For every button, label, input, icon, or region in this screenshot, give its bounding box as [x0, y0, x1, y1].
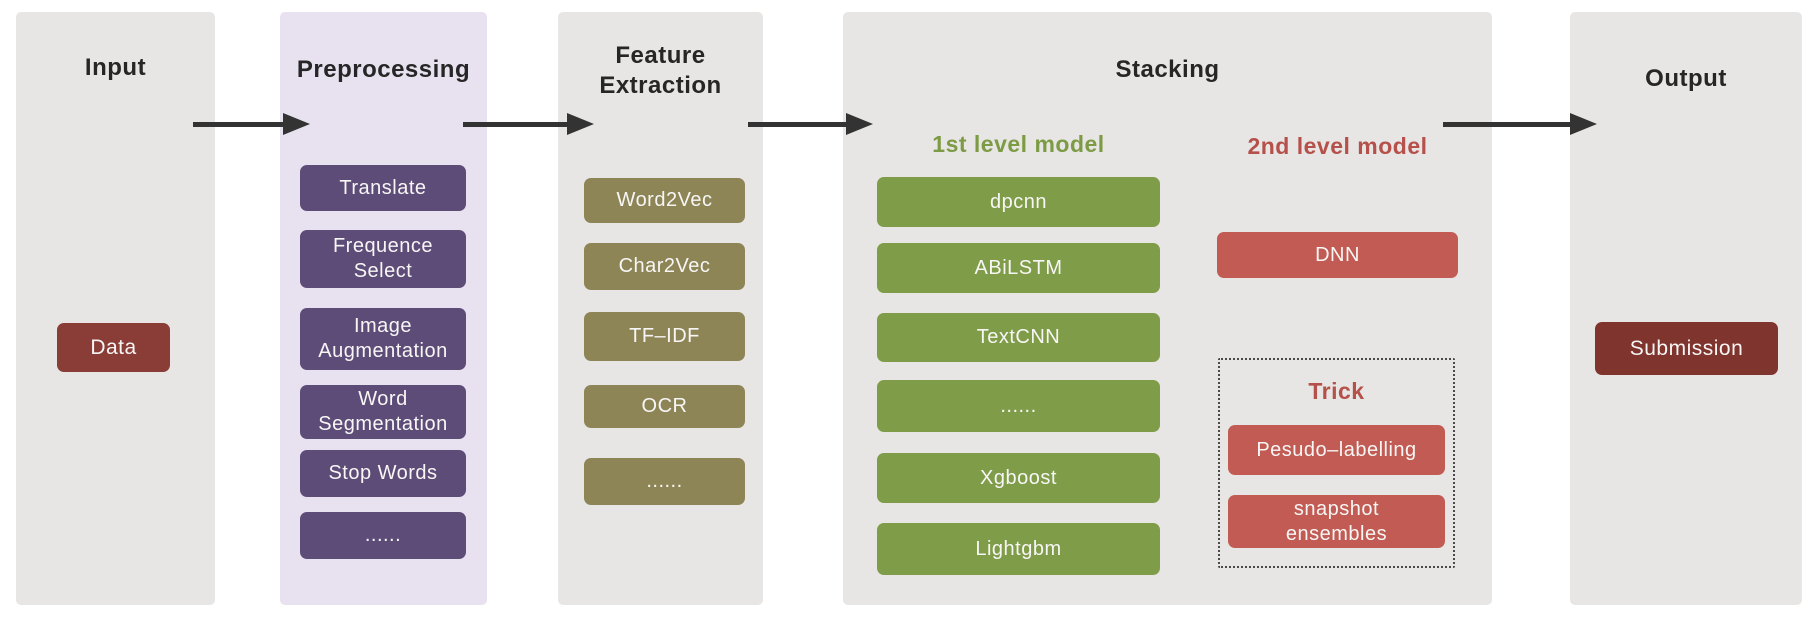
panel-title-input: Input: [84, 54, 147, 81]
trick-group-box: Trick Pesudo–labelling snapshot ensemble…: [1218, 358, 1455, 568]
arrow-right-icon: [1443, 113, 1597, 135]
first-level-model-box: TextCNN: [877, 313, 1160, 362]
panel-title-feature-extraction: Feature Extraction: [599, 42, 722, 99]
feature-method-box: Word2Vec: [584, 178, 745, 223]
first-level-model-box: Xgboost: [877, 453, 1160, 503]
panel-title-stacking: Stacking: [1115, 56, 1220, 83]
arrow-head: [283, 113, 310, 135]
feature-method-box: TF–IDF: [584, 312, 745, 361]
arrow-head: [846, 113, 873, 135]
trick-item-box: Pesudo–labelling: [1228, 425, 1445, 475]
output-panel: Output Submission: [1570, 12, 1802, 605]
preprocessing-panel: Preprocessing Translate Frequence Select…: [280, 12, 487, 605]
feature-method-box: ......: [584, 458, 745, 505]
feature-method-box: Char2Vec: [584, 243, 745, 290]
arrow-head: [567, 113, 594, 135]
first-level-model-box: ABiLSTM: [877, 243, 1160, 293]
first-level-model-heading: 1st level model: [932, 131, 1105, 157]
dnn-box: DNN: [1217, 232, 1458, 278]
first-level-model-box: ......: [877, 380, 1160, 432]
data-box: Data: [57, 323, 170, 372]
second-level-model-heading: 2nd level model: [1247, 133, 1428, 159]
arrow-shaft: [748, 121, 846, 127]
feature-extraction-panel: Feature Extraction Word2Vec Char2Vec TF–…: [558, 12, 763, 605]
panel-title-preprocessing: Preprocessing: [296, 56, 471, 83]
panel-title-output: Output: [1645, 65, 1727, 92]
preprocessing-step-box: Word Segmentation: [300, 385, 466, 439]
arrow-right-icon: [463, 113, 594, 135]
submission-box: Submission: [1595, 322, 1778, 375]
arrow-right-icon: [193, 113, 310, 135]
arrow-shaft: [193, 121, 283, 127]
first-level-model-box: Lightgbm: [877, 523, 1160, 575]
stacking-panel: Stacking 1st level model dpcnn ABiLSTM T…: [843, 12, 1492, 605]
input-panel: Input Data: [16, 12, 215, 605]
arrow-head: [1570, 113, 1597, 135]
first-level-model-box: dpcnn: [877, 177, 1160, 227]
preprocessing-step-box: Translate: [300, 165, 466, 211]
preprocessing-step-box: Frequence Select: [300, 230, 466, 288]
preprocessing-step-box: Image Augmentation: [300, 308, 466, 370]
preprocessing-step-box: ......: [300, 512, 466, 559]
preprocessing-step-box: Stop Words: [300, 450, 466, 497]
arrow-shaft: [1443, 121, 1570, 127]
trick-item-box: snapshot ensembles: [1228, 495, 1445, 548]
trick-heading: Trick: [1308, 378, 1365, 404]
arrow-right-icon: [748, 113, 873, 135]
feature-method-box: OCR: [584, 385, 745, 428]
arrow-shaft: [463, 121, 567, 127]
